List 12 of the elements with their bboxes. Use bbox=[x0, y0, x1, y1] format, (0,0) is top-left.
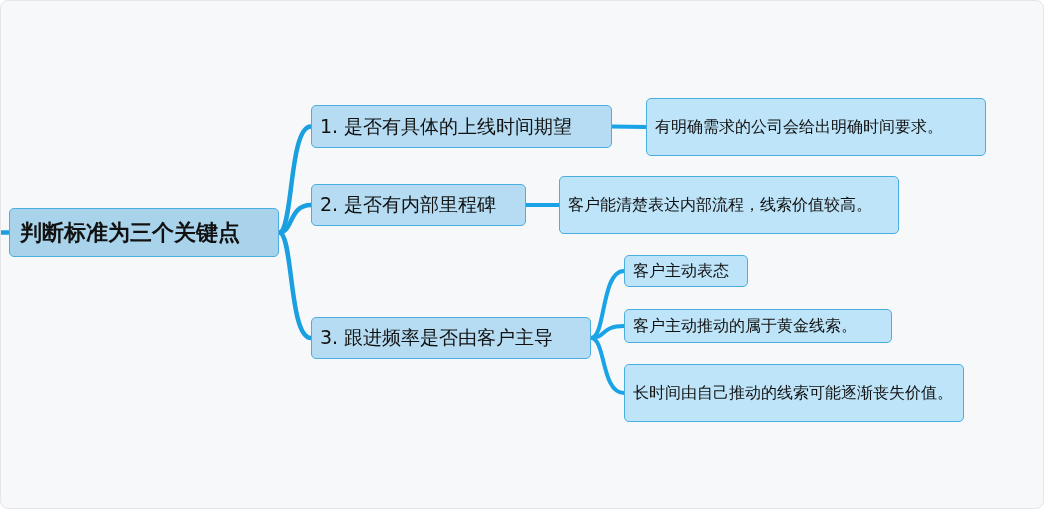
note-box: 有明确需求的公司会给出明确时间要求。 bbox=[646, 98, 986, 156]
topic-box: 判断标准为三个关键点 bbox=[9, 208, 279, 257]
note-box: 客户能清楚表达内部流程，线索价值较高。 bbox=[559, 176, 899, 234]
branch-box: 3. 跟进频率是否由客户主导 bbox=[311, 317, 591, 359]
note-box: 长时间由自己推动的线索可能逐渐丧失价值。 bbox=[624, 364, 964, 422]
connector-line bbox=[589, 336, 626, 395]
branch-box: 2. 是否有内部里程碑 bbox=[311, 184, 526, 226]
connector-line bbox=[524, 203, 561, 207]
branch-box: 1. 是否有具体的上线时间期望 bbox=[311, 105, 612, 148]
note-box: 客户主动推动的属于黄金线索。 bbox=[624, 309, 892, 343]
note-box: 客户主动表态 bbox=[624, 255, 748, 287]
connector-line bbox=[610, 124, 648, 129]
